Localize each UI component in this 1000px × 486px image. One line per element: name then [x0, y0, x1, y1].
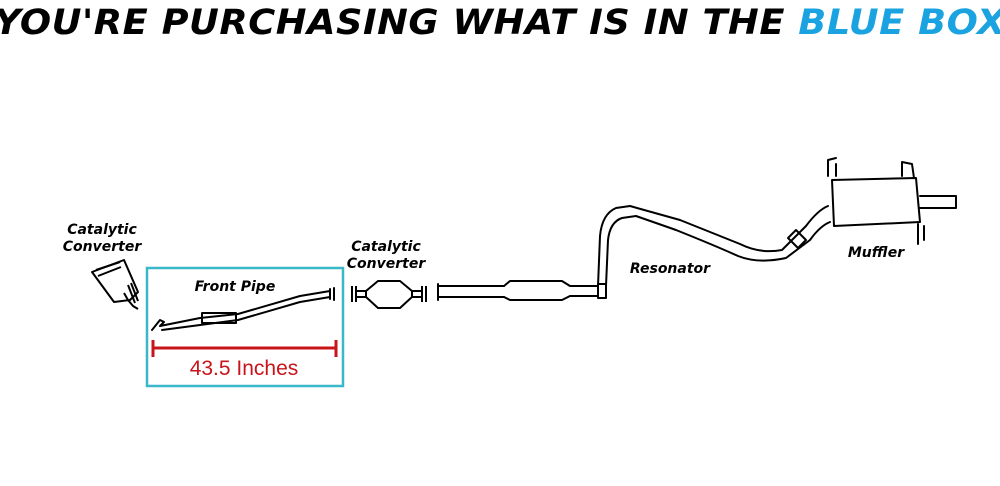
front-pipe-label: Front Pipe: [195, 279, 276, 295]
resonator-pipe: [437, 205, 831, 301]
cat-converter-2-label-line1: Catalytic: [351, 239, 421, 255]
cat-converter-1-label-line1: Catalytic: [67, 222, 137, 238]
measurement-label: 43.5 Inches: [190, 357, 299, 380]
headline: YOU'RE PURCHASING WHAT IS IN THE BLUE BO…: [0, 2, 1000, 44]
cat-converter-2-label-line2: Converter: [347, 256, 427, 272]
catalytic-converter-2: [351, 280, 427, 309]
blue-selection-box: [145, 266, 345, 388]
headline-highlight: BLUE BOX: [798, 3, 1000, 43]
measurement-bar: [151, 340, 338, 357]
muffler-label: Muffler: [848, 245, 905, 261]
catalytic-converter-1: [91, 259, 139, 310]
headline-prefix: YOU'RE PURCHASING WHAT IS IN THE: [0, 3, 799, 43]
resonator-label: Resonator: [630, 261, 711, 277]
front-pipe: [151, 287, 335, 331]
muffler: [827, 157, 957, 245]
cat-converter-1-label-line2: Converter: [63, 239, 143, 255]
